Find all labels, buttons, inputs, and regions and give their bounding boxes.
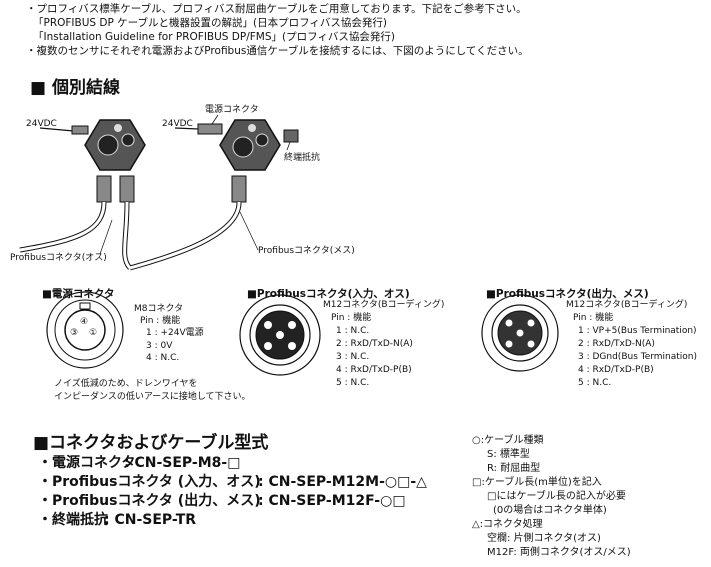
model-code-male: : CN-SEP-M12M-○□-△: [258, 474, 427, 490]
m8-pin-header: Pin : 機能: [140, 316, 181, 326]
note-2: 「PROFIBUS DP ケーブルと機器設置の解説」(日本プロフィバス協会発行): [33, 17, 388, 29]
note-1: ・プロフィバス標準ケーブル、プロフィバス耐屈曲ケーブルをご用意しております。下記…: [26, 3, 527, 15]
label-24vdc-right: 24VDC: [162, 119, 193, 129]
label-power-connector: 電源コネクタ: [205, 105, 259, 115]
m12m-pin-row: 1 : N.C.: [336, 326, 370, 336]
sensor-left: [84, 119, 146, 171]
legend-line: □:ケーブル長(m単位)を記入: [472, 477, 602, 488]
legend-line: △:コネクタ処理: [472, 519, 543, 530]
m12m-pin-row: 3 : N.C.: [336, 352, 370, 362]
m12f-pin-row: 1 : VP+5(Bus Termination): [578, 326, 697, 336]
legend-line: S: 標準型: [487, 449, 530, 460]
title-power-connector: ■電源コネクタ: [42, 288, 115, 300]
m8-type: M8コネクタ: [134, 304, 184, 314]
m8-pin-row: 1 : +24V電源: [146, 328, 204, 338]
m8-pin-4-label: ④: [80, 317, 89, 327]
m12m-pin-row: 2 : RxD/TxD-N(A): [336, 339, 413, 349]
model-code-female: : CN-SEP-M12F-○□: [258, 493, 406, 509]
m12m-pin-row: 5 : N.C.: [336, 378, 370, 388]
model-name-terminator: ・終端抵抗: [38, 512, 108, 528]
label-profibus-female: Profibusコネクタ(メス): [258, 246, 355, 256]
m12m-pin-row: 4 : RxD/TxD-P(B): [336, 365, 412, 375]
legend-line: 空欄: 片側コネクタ(オス): [487, 533, 601, 544]
m12f-pin-row: 5 : N.C.: [578, 378, 612, 388]
label-24vdc-left: 24VDC: [26, 119, 57, 129]
legend-line: M12F: 両側コネクタ(オス/メス): [487, 547, 631, 558]
m8-pin-1-label: ①: [89, 328, 98, 338]
m12-male-connector-face: [239, 294, 321, 376]
note-4: ・複数のセンサにそれぞれ電源およびProfibus通信ケーブルを接続するには、下…: [26, 45, 529, 57]
m12f-pin-row: 4 : RxD/TxD-P(B): [578, 365, 654, 375]
title-profibus-male: ■Profibusコネクタ(入力、オス): [247, 288, 410, 300]
m8-pin-row: 3 : 0V: [146, 341, 173, 351]
legend-line: (0の場合はコネクタ単体): [493, 505, 607, 516]
label-profibus-male: Profibusコネクタ(オス): [10, 253, 107, 263]
noise-note-line-1: ノイズ低減のため、ドレンワイヤを: [54, 379, 198, 389]
section-title-models: ■コネクタおよびケーブル型式: [33, 433, 269, 453]
model-name-male: ・Profibusコネクタ (入力、オス): [38, 474, 261, 490]
m12-female-connector-face: [481, 294, 559, 372]
note-3: 「Installation Guideline for PROFIBUS DP/…: [33, 31, 396, 43]
legend-line: ○:ケーブル種類: [472, 435, 544, 446]
m12f-pin-row: 2 : RxD/TxD-N(A): [578, 339, 655, 349]
model-code-power: : CN-SEP-M8-□: [124, 455, 241, 471]
m8-pin-row: 4 : N.C.: [146, 353, 180, 363]
model-name-power: ・電源コネクタ: [38, 455, 136, 471]
title-profibus-female: ■Profibusコネクタ(出力、メス): [486, 288, 649, 300]
label-terminator: 終端抵抗: [284, 153, 321, 163]
m12m-pin-header: Pin : 機能: [331, 313, 372, 323]
model-code-terminator: : CN-SEP-TR: [104, 512, 197, 528]
sensor-right: [219, 119, 281, 171]
m8-connector-face: [46, 291, 124, 369]
m12f-pin-header: Pin : 機能: [573, 313, 614, 323]
m12f-type: M12コネクタ(Bコーディング): [566, 300, 688, 310]
legend-line: R: 耐屈曲型: [487, 463, 541, 474]
m8-pin-3-label: ③: [70, 328, 79, 338]
m12m-type: M12コネクタ(Bコーディング): [323, 300, 445, 310]
terminator-shape: [283, 129, 299, 143]
legend-line: □にはケーブル長の記入が必要: [487, 491, 626, 502]
model-name-female: ・Profibusコネクタ (出力、メス): [38, 493, 261, 509]
section-title-wiring: ■ 個別結線: [30, 78, 120, 98]
noise-note-line-2: インピーダンスの低いアースに接地して下さい。: [54, 392, 251, 402]
m12f-pin-row: 3 : DGnd(Bus Termination): [578, 352, 698, 362]
